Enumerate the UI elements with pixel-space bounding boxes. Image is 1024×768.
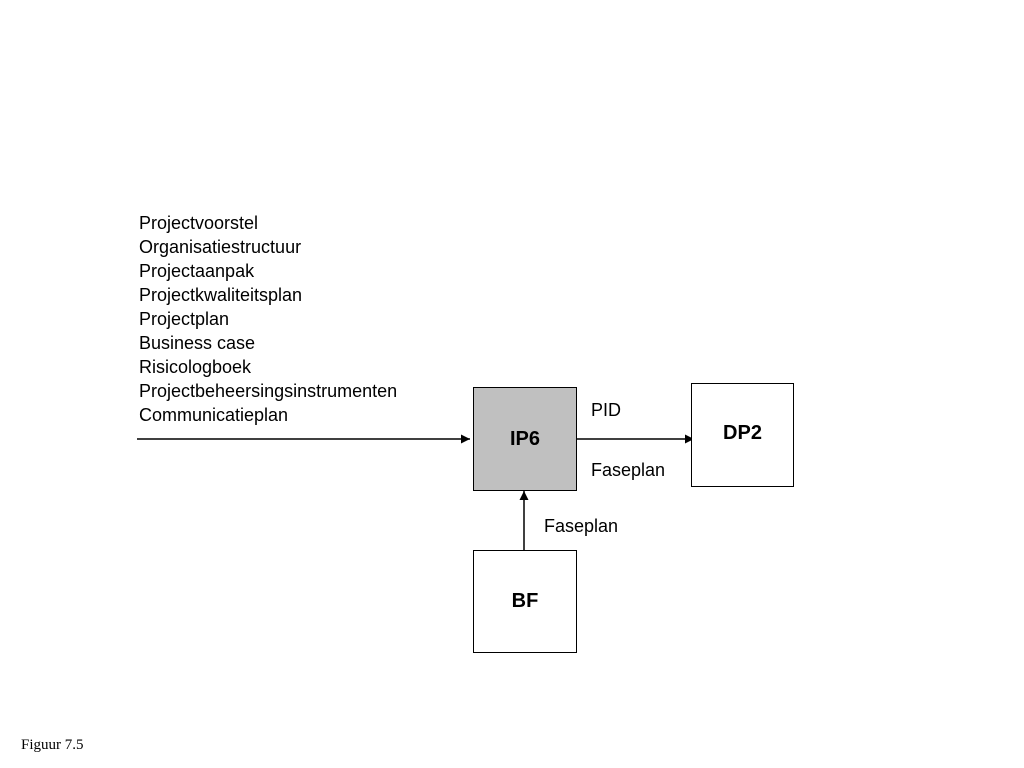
input-document-item: Risicologboek — [139, 357, 252, 377]
flow-label-faseplan-output: Faseplan — [591, 460, 666, 480]
process-box-bf: BF — [473, 550, 577, 653]
flow-label-pid: PID — [591, 400, 622, 420]
flow-label-faseplan-input: Faseplan — [544, 516, 619, 536]
process-box-dp2: DP2 — [691, 383, 794, 487]
input-document-item: Organisatiestructuur — [139, 237, 302, 257]
input-document-item: Projectplan — [139, 309, 230, 329]
input-document-item: Communicatieplan — [139, 405, 289, 425]
figure-caption: Figuur 7.5 — [21, 737, 84, 753]
input-document-item: Projectkwaliteitsplan — [139, 285, 303, 305]
process-box-ip6: IP6 — [473, 387, 577, 491]
input-document-item: Projectvoorstel — [139, 213, 259, 233]
input-documents-list: Projectvoorstel Organisatiestructuur Pro… — [139, 211, 397, 427]
input-document-item: Projectaanpak — [139, 261, 255, 281]
input-document-item: Projectbeheersingsinstrumenten — [139, 381, 398, 401]
input-document-item: Business case — [139, 333, 256, 353]
